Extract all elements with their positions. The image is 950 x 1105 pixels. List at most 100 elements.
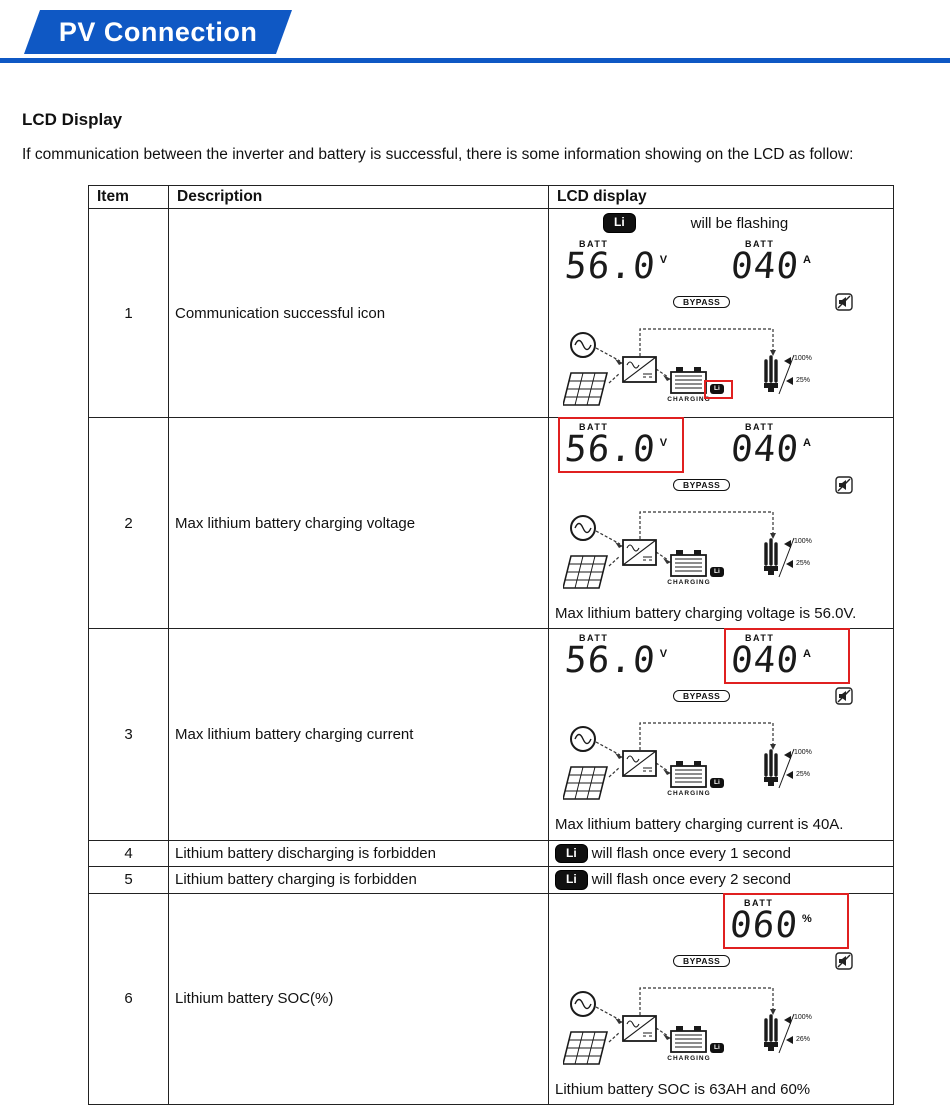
table-header-row: Item Description LCD display <box>88 185 894 210</box>
digit-line: 040 A <box>729 640 843 682</box>
batt-label: BATT <box>579 422 609 433</box>
table-row: 6 Lithium battery SOC(%) BATT 060 % <box>88 892 894 1105</box>
table-row: 2 Max lithium battery charging voltage B… <box>88 417 894 630</box>
lcd-caption: Max lithium battery charging current is … <box>555 816 844 834</box>
flash-note-line: Li will flash once every 1 second <box>555 843 887 865</box>
digit-line: 56.0 V <box>563 246 677 288</box>
battery-soc-meter-highlighted: BATT 060 % <box>723 892 849 949</box>
mute-icon <box>835 687 853 705</box>
batt-label: BATT <box>745 239 775 250</box>
batt-label: BATT <box>745 422 775 433</box>
item-number: 5 <box>88 866 169 894</box>
item-number: 2 <box>88 417 169 630</box>
load-100-label: 100% <box>794 749 812 757</box>
load-25-label: 25% <box>796 560 811 568</box>
li-battery-badge: Li <box>710 384 724 394</box>
li-badge: Li <box>555 843 588 864</box>
voltage-digits: 56.0 <box>563 246 658 288</box>
voltage-digits: 56.0 <box>563 640 658 682</box>
status-row: BYPASS <box>555 685 855 707</box>
banner-ribbon: PV Connection <box>23 10 293 54</box>
status-row: BYPASS <box>555 950 855 972</box>
meter-row: BATT 56.0 V BATT 040 A <box>555 417 870 474</box>
lcd-info-table: Item Description LCD display 1 Communica… <box>88 185 894 1105</box>
batt-label: BATT <box>579 633 609 644</box>
meter-row: BATT 060 % <box>555 892 870 949</box>
load-100-label: 100% <box>794 538 812 546</box>
table-row: 5 Lithium battery charging is forbidden … <box>88 866 894 894</box>
lcd-display-cell: Li will be flashing BATT 56.0 V <box>548 208 894 419</box>
soc-unit: % <box>802 912 812 925</box>
voltage-unit: V <box>659 648 668 661</box>
charging-label: CHARGING <box>667 396 711 404</box>
voltage-unit: V <box>659 254 668 267</box>
meter-row: BATT 56.0 V BATT 040 A <box>555 628 870 685</box>
table-row: 3 Max lithium battery charging current B… <box>88 628 894 841</box>
charging-label: CHARGING <box>667 1054 711 1062</box>
row-description: Lithium battery discharging is forbidden <box>168 839 549 868</box>
battery-voltage-meter: BATT 56.0 V <box>561 631 681 681</box>
battery-voltage-meter: BATT 56.0 V <box>561 237 681 287</box>
current-digits: 040 <box>729 429 801 471</box>
power-flow-diagram: CHARGING Li 100% 26% <box>563 974 813 1074</box>
flash-note: will flash once every 1 second <box>591 844 791 862</box>
current-unit: A <box>803 437 811 450</box>
battery-current-meter-highlighted: BATT 040 A <box>724 628 850 685</box>
current-digits: 040 <box>729 640 801 682</box>
status-row: BYPASS <box>555 474 855 496</box>
battery-current-meter: BATT 040 A <box>727 237 847 287</box>
status-row: BYPASS <box>555 291 855 313</box>
current-unit: A <box>803 254 811 267</box>
row-description: Max lithium battery charging current <box>168 628 549 841</box>
digit-line: 56.0 V <box>563 640 677 682</box>
lcd-display: BATT 56.0 V BATT 040 A <box>555 628 870 809</box>
battery-current-meter: BATT 040 A <box>727 420 847 470</box>
flash-note-line: Li will be flashing <box>603 213 887 234</box>
digit-line: 060 % <box>728 905 842 946</box>
row-description: Lithium battery SOC(%) <box>168 892 549 1105</box>
li-battery-badge: Li <box>710 1042 724 1053</box>
bypass-indicator: BYPASS <box>673 296 731 309</box>
current-unit: A <box>803 648 811 661</box>
lcd-display: BATT 060 % BYPASS <box>555 892 870 1074</box>
li-badge: Li <box>555 870 588 890</box>
lcd-display-cell: BATT 56.0 V BATT 040 A <box>548 628 894 841</box>
li-battery-badge: Li <box>710 778 724 789</box>
batt-label: BATT <box>744 897 774 908</box>
mute-icon <box>835 476 853 494</box>
lcd-display-cell: Li will flash once every 1 second <box>548 839 894 868</box>
load-100-label: 100% <box>794 355 812 363</box>
header-item: Item <box>88 185 169 210</box>
lcd-caption: Max lithium battery charging voltage is … <box>555 605 857 623</box>
row-description: Max lithium battery charging voltage <box>168 417 549 630</box>
meter-row: BATT 56.0 V BATT 040 A <box>555 237 870 287</box>
lcd-display: BATT 56.0 V BATT 040 A <box>555 417 870 598</box>
mute-icon <box>835 293 853 311</box>
power-flow-diagram: CHARGING Li 100% 25% <box>563 498 813 598</box>
load-25-label: 25% <box>796 377 811 385</box>
banner-underline <box>0 58 950 63</box>
lcd-display-cell: Li will flash once every 2 second <box>548 866 894 894</box>
voltage-digits: 56.0 <box>563 429 658 471</box>
flash-note: will be flashing <box>690 214 789 232</box>
battery-voltage-meter-highlighted: BATT 56.0 V <box>558 417 684 474</box>
section-heading: LCD Display <box>22 110 123 129</box>
batt-label: BATT <box>745 633 775 644</box>
item-number: 1 <box>88 208 169 419</box>
li-badge: Li <box>603 213 636 234</box>
digit-line: 040 A <box>729 246 843 288</box>
banner-title: PV Connection <box>58 16 258 47</box>
bypass-indicator: BYPASS <box>673 690 731 703</box>
item-number: 6 <box>88 892 169 1105</box>
item-number: 3 <box>88 628 169 841</box>
charging-label: CHARGING <box>667 579 711 587</box>
header-lcd-display: LCD display <box>548 185 894 210</box>
power-flow-diagram: CHARGING Li 100% 25% <box>563 709 813 809</box>
intro-text: If communication between the inverter an… <box>22 146 854 163</box>
voltage-unit: V <box>659 437 668 450</box>
current-digits: 040 <box>729 246 801 288</box>
flash-note: will flash once every 2 second <box>591 871 791 889</box>
li-battery-badge: Li <box>710 567 724 577</box>
digit-line: 040 A <box>729 429 843 471</box>
